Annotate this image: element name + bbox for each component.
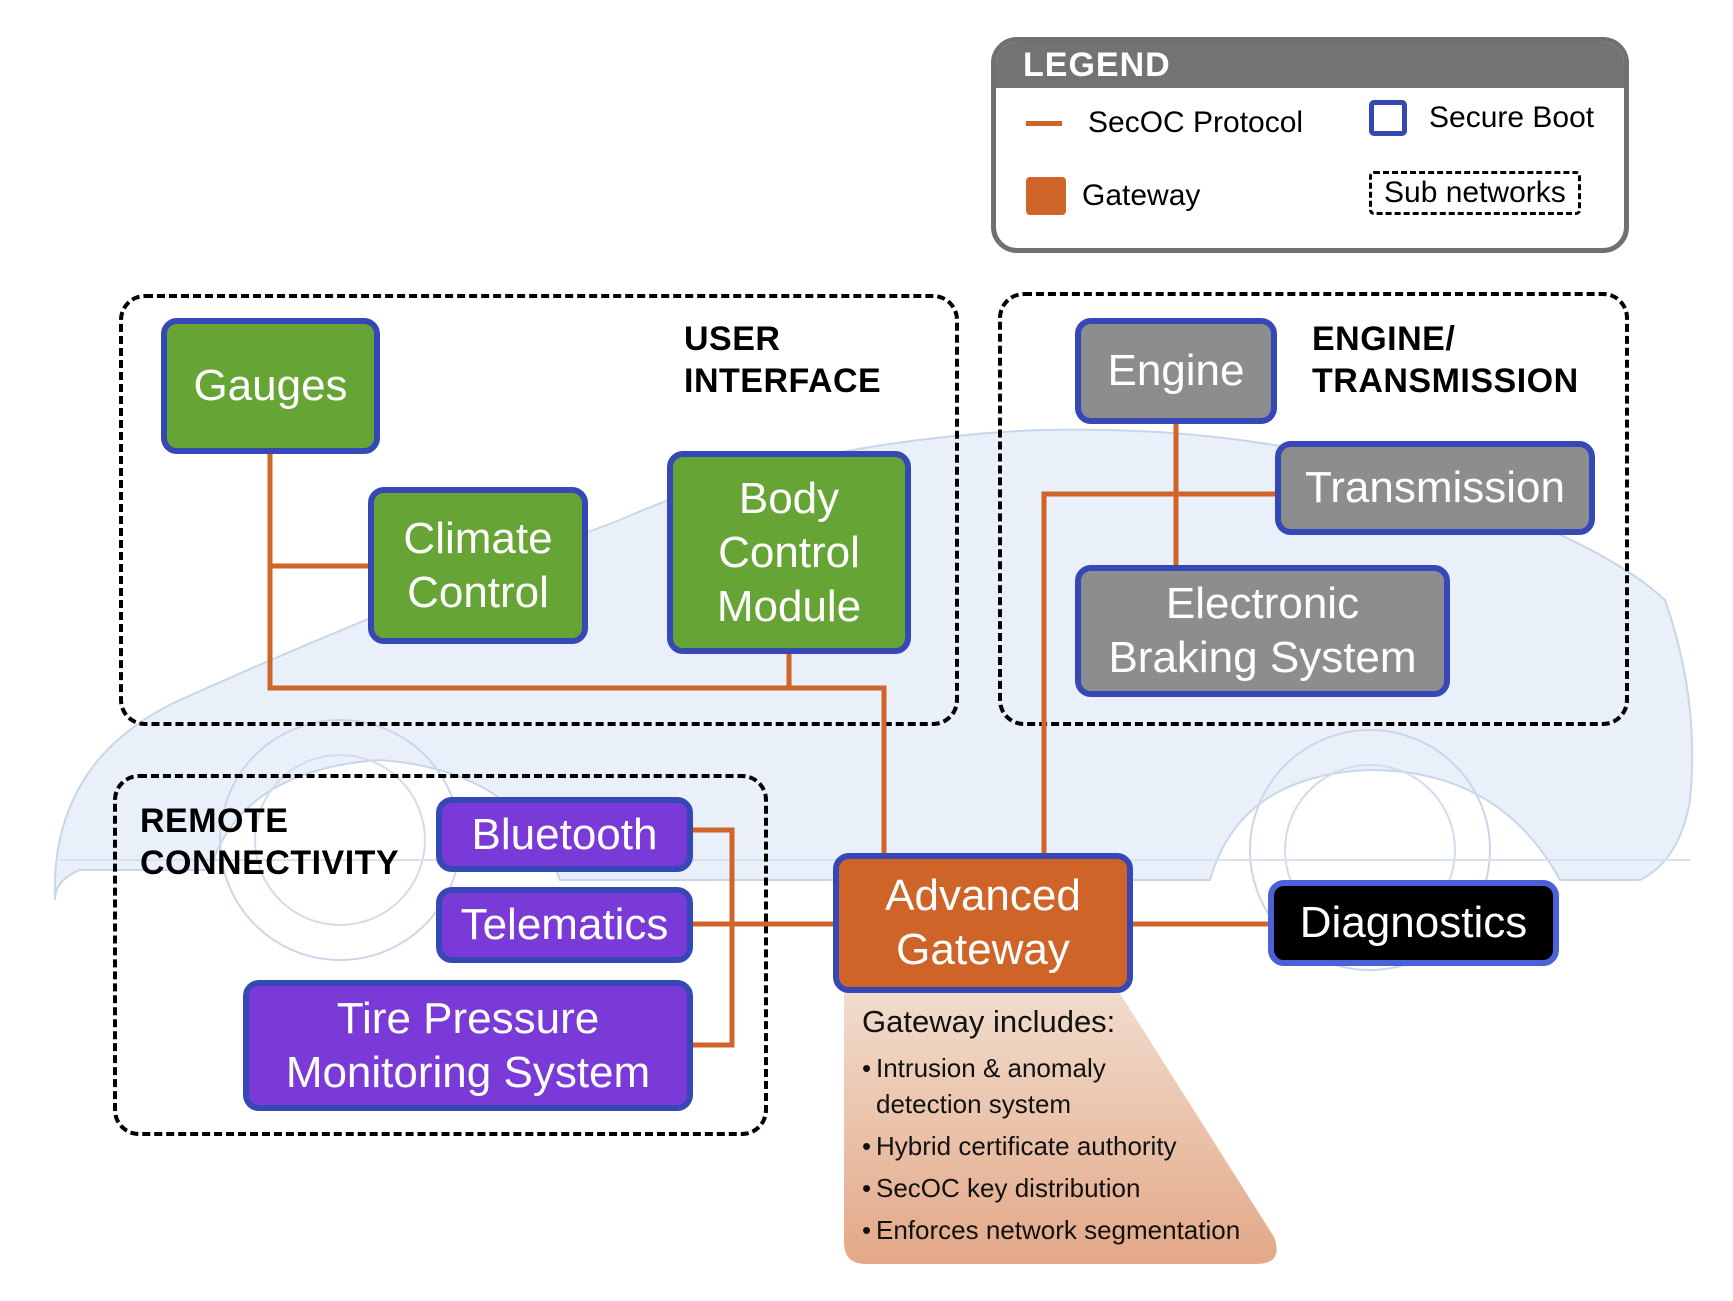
node-label: Body Control Module bbox=[717, 472, 861, 634]
orange-square-icon bbox=[1026, 177, 1066, 215]
orange-line-icon bbox=[1026, 120, 1062, 126]
node-label: Advanced Gateway bbox=[885, 869, 1081, 977]
gateway-info-line: Intrusion & anomaly bbox=[876, 1053, 1106, 1083]
node-label: Tire Pressure Monitoring System bbox=[286, 992, 650, 1100]
legend-item-secoc: SecOC Protocol bbox=[1026, 106, 1303, 140]
node-label-line: Monitoring System bbox=[285, 1047, 651, 1097]
node-label-line: Control bbox=[718, 527, 860, 577]
node-label-line: Advanced bbox=[885, 871, 1081, 920]
wire-bluetooth bbox=[693, 827, 735, 1048]
gateway-info-item: • Enforces network segmentation bbox=[862, 1212, 1240, 1248]
node-label-line: Electronic bbox=[1165, 579, 1360, 628]
node-label: Electronic Braking System bbox=[1108, 577, 1416, 685]
legend-item-gateway: Gateway bbox=[1026, 177, 1200, 215]
node-advanced-gateway[interactable]: Advanced Gateway bbox=[833, 853, 1133, 993]
node-label-line: Body bbox=[738, 473, 840, 523]
bullet-icon: • bbox=[862, 1131, 872, 1161]
group-label-line: USER bbox=[684, 320, 781, 358]
gateway-info-item-text: Enforces network segmentation bbox=[876, 1215, 1241, 1245]
node-engine[interactable]: Engine bbox=[1075, 318, 1277, 424]
node-label-line: Braking System bbox=[1108, 633, 1417, 682]
gateway-info-item: • Intrusion & anomaly detection system bbox=[862, 1050, 1240, 1122]
node-label-line: Tire Pressure bbox=[336, 993, 600, 1043]
bullet-icon: • bbox=[862, 1173, 872, 1203]
node-climate-control[interactable]: Climate Control bbox=[368, 487, 588, 644]
legend-label: SecOC Protocol bbox=[1088, 106, 1304, 139]
gateway-info-item: • SecOC key distribution bbox=[862, 1170, 1240, 1206]
group-user-interface bbox=[119, 294, 959, 726]
gateway-info-item: • Hybrid certificate authority bbox=[862, 1128, 1240, 1164]
legend-item-secure-boot: Secure Boot bbox=[1369, 100, 1594, 136]
gateway-info-line: detection system bbox=[876, 1089, 1072, 1119]
node-label: Gauges bbox=[193, 361, 348, 410]
gateway-info-panel-shape bbox=[844, 992, 1277, 1264]
gateway-info-item-text: Intrusion & anomaly detection system bbox=[876, 1050, 1106, 1122]
node-tire-pressure-monitoring-system[interactable]: Tire Pressure Monitoring System bbox=[243, 980, 693, 1111]
gateway-info-title: Gateway includes: bbox=[862, 1004, 1116, 1039]
node-label-line: Gateway bbox=[896, 925, 1070, 974]
node-label-line: Control bbox=[407, 567, 549, 617]
legend-title: LEGEND bbox=[1023, 46, 1171, 84]
bullet-icon: • bbox=[862, 1053, 872, 1083]
node-body-control-module[interactable]: Body Control Module bbox=[667, 451, 911, 654]
legend-header: LEGEND bbox=[996, 42, 1624, 88]
gateway-info-item-text: SecOC key distribution bbox=[876, 1173, 1141, 1203]
node-label-line: Climate bbox=[403, 513, 553, 563]
node-diagnostics[interactable]: Diagnostics bbox=[1268, 880, 1559, 966]
node-transmission[interactable]: Transmission bbox=[1275, 441, 1595, 535]
node-label: Telematics bbox=[460, 900, 669, 949]
node-bluetooth[interactable]: Bluetooth bbox=[436, 797, 693, 872]
node-electronic-braking-system[interactable]: Electronic Braking System bbox=[1075, 565, 1450, 697]
dashed-box-icon: Sub networks bbox=[1369, 171, 1581, 215]
node-gauges[interactable]: Gauges bbox=[161, 318, 380, 454]
group-label-line: REMOTE bbox=[140, 802, 289, 840]
group-label-line: ENGINE/ bbox=[1312, 320, 1456, 358]
node-label: Climate Control bbox=[403, 512, 552, 620]
group-label-line: TRANSMISSION bbox=[1312, 362, 1579, 400]
group-label-user-interface: USER INTERFACE bbox=[684, 318, 881, 402]
bullet-icon: • bbox=[862, 1215, 872, 1245]
gateway-info-item-text: Hybrid certificate authority bbox=[876, 1131, 1177, 1161]
gateway-info-panel: Gateway includes: • Intrusion & anomaly … bbox=[862, 1004, 1240, 1254]
legend-label: Secure Boot bbox=[1429, 101, 1595, 134]
group-remote-connectivity bbox=[113, 774, 768, 1136]
node-label: Diagnostics bbox=[1299, 898, 1528, 947]
legend-label: Sub networks bbox=[1384, 176, 1566, 209]
wire-transmission-gateway bbox=[1041, 491, 1275, 853]
node-label: Transmission bbox=[1305, 463, 1565, 512]
group-engine-transmission bbox=[998, 292, 1629, 726]
group-label-line: INTERFACE bbox=[684, 362, 882, 400]
legend-item-sub-networks: Sub networks bbox=[1369, 171, 1581, 215]
group-label-line: CONNECTIVITY bbox=[140, 844, 400, 882]
node-label: Engine bbox=[1107, 346, 1245, 395]
group-label-engine-transmission: ENGINE/ TRANSMISSION bbox=[1312, 318, 1579, 402]
legend-label: Gateway bbox=[1082, 179, 1201, 212]
node-telematics[interactable]: Telematics bbox=[436, 887, 693, 963]
blue-outline-square-icon bbox=[1369, 100, 1407, 136]
legend: LEGEND SecOC Protocol Secure Boot Gatewa… bbox=[991, 37, 1629, 253]
front-wheel-rim bbox=[254, 754, 426, 926]
node-label-line: Module bbox=[716, 581, 862, 631]
group-label-remote-connectivity: REMOTE CONNECTIVITY bbox=[140, 800, 399, 884]
rear-wheel bbox=[1249, 729, 1491, 971]
wire-gauges-bus bbox=[267, 453, 887, 853]
node-label: Bluetooth bbox=[471, 809, 658, 859]
